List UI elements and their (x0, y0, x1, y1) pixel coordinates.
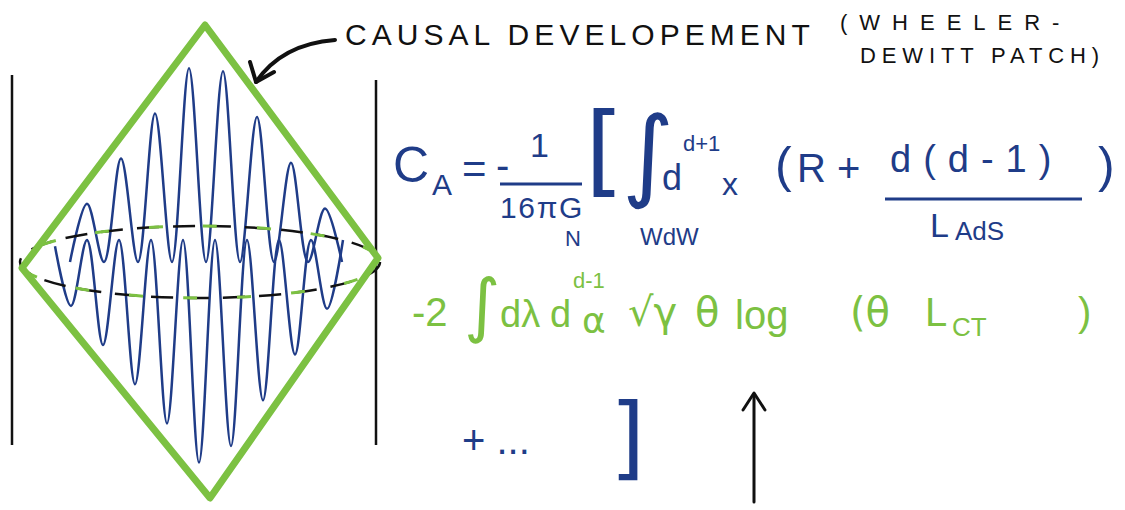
equation-symbol: log (735, 295, 788, 335)
caption-text: DEWITT PATCH) (860, 45, 1105, 67)
pointer-arrow (753, 394, 756, 502)
blue-scribble (55, 68, 343, 462)
numerator: d(d-1) (890, 140, 1063, 178)
fraction-bar (885, 198, 1082, 201)
equation-symbol: x (722, 168, 738, 200)
caption-text: (WHEELER- (840, 12, 1071, 34)
equation-symbol: + ... (462, 420, 530, 460)
subscript: A (432, 170, 452, 200)
equation-symbol: d (662, 160, 682, 196)
bracket: ] (610, 392, 645, 482)
equation-symbol: R + (797, 148, 860, 188)
equation-symbol: - (496, 145, 509, 185)
equation-symbol: L (925, 292, 947, 332)
pointer-arrowhead (743, 393, 765, 410)
equation-symbol: -2 (412, 292, 448, 332)
dashed-slice (20, 226, 380, 298)
equation-symbol: = (462, 148, 487, 190)
wdw-diamond (22, 25, 378, 498)
pointer-arrowhead (250, 62, 274, 82)
equation-symbol: α (582, 303, 606, 339)
equation-symbol: θ (695, 292, 719, 332)
equation-symbol: √γ (628, 292, 677, 332)
fraction-bar (500, 183, 582, 186)
subscript: AdS (955, 218, 1004, 244)
scribble-stroke (55, 240, 343, 463)
parenthesis: ) (1078, 292, 1091, 332)
ads-boundary-line (11, 75, 14, 445)
denominator: L (930, 208, 949, 242)
subscript: N (565, 228, 581, 250)
superscript: d+1 (683, 133, 720, 155)
superscript: d-1 (573, 270, 605, 292)
bracket: [ (585, 100, 624, 200)
parenthesis: ( (775, 140, 792, 190)
dashed-slice-green (20, 226, 380, 298)
subscript: WdW (640, 225, 699, 249)
parenthesis: ) (1098, 140, 1115, 190)
integral-sign: ∫ (464, 270, 500, 340)
numerator: 1 (530, 128, 549, 162)
equation-symbol: C (393, 140, 429, 190)
denominator: 16πG (500, 193, 584, 223)
equation-symbol: (θ (850, 292, 890, 332)
caption-text: CAUSAL DEVELOPEMENT (345, 20, 815, 50)
equation-symbol: d (550, 295, 571, 333)
subscript: CT (952, 314, 987, 340)
equation-symbol: dλ (500, 295, 540, 333)
